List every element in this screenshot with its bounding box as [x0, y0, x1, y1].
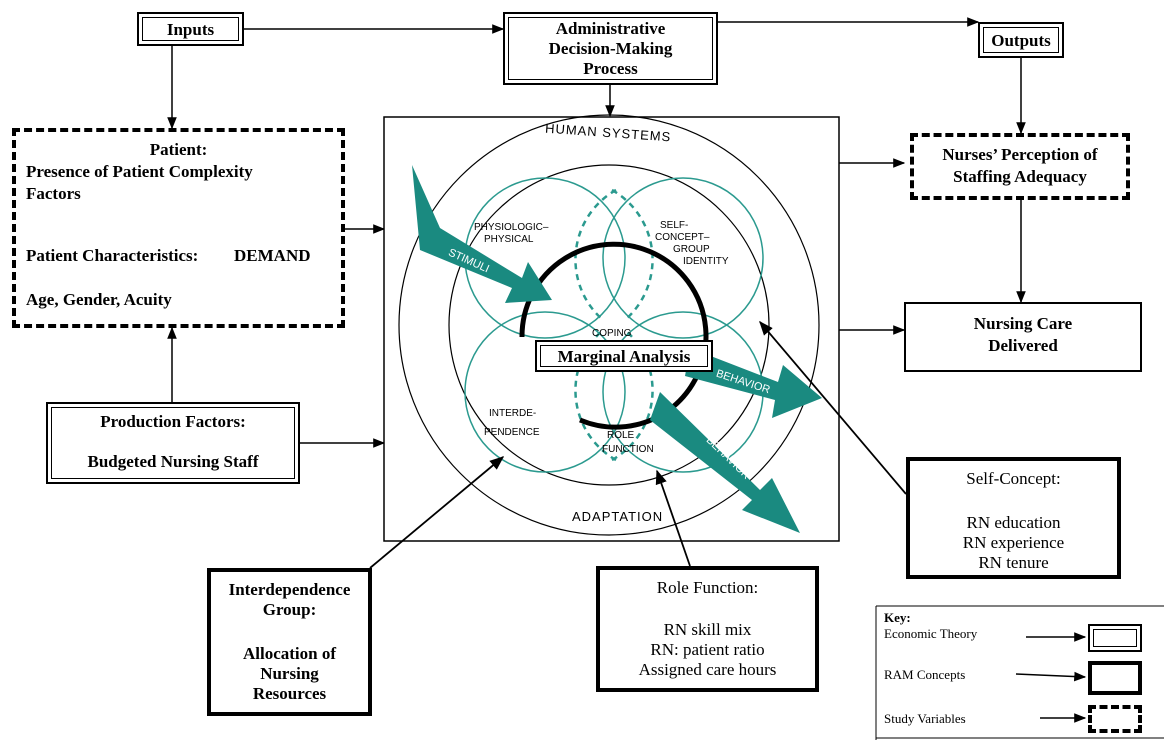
circle-interdependence [464, 311, 626, 473]
process-line1: Administrative [555, 19, 666, 38]
key-economic-label: Economic Theory [884, 626, 978, 641]
perception-box: Nurses’ Perception of Staffing Adequacy [910, 133, 1130, 200]
key-title: Key: [884, 610, 911, 625]
outputs-label: Outputs [991, 31, 1051, 50]
arrow-interdependence-to-model [369, 456, 505, 569]
inputs-box: Inputs [137, 12, 244, 46]
production-title: Production Factors: [100, 412, 246, 431]
behavior-arrow-upper [685, 348, 822, 418]
outputs-box: Outputs [978, 22, 1064, 58]
label-interdependence-2: PENDENCE [484, 427, 540, 438]
patient-demand: DEMAND [234, 246, 311, 265]
inputs-label: Inputs [166, 20, 215, 39]
arrow-selfconcept-to-model [759, 320, 907, 495]
patient-complexity-2: Factors [26, 184, 81, 203]
marginal-analysis-label: Marginal Analysis [557, 347, 691, 366]
interdependence-title-1: Interdependence [228, 580, 351, 599]
self-concept-education: RN education [966, 513, 1061, 532]
role-function-hours: Assigned care hours [638, 660, 777, 679]
marginal-analysis-box: Marginal Analysis [535, 340, 713, 372]
self-concept-box: Self-Concept: RN education RN experience… [906, 457, 1121, 579]
arrow-role-to-model [655, 469, 691, 567]
perception-line1: Nurses’ Perception of [942, 145, 1098, 164]
stimuli-arrow [412, 165, 552, 303]
label-self-concept-3: GROUP [673, 244, 710, 255]
patient-title: Patient: [149, 140, 208, 159]
interdependence-nursing: Nursing [260, 664, 319, 683]
interdependence-resources: Resources [252, 684, 327, 703]
key-ram-label: RAM Concepts [884, 667, 966, 682]
label-adaptation: ADAPTATION [572, 509, 664, 524]
role-function-skill-mix: RN skill mix [663, 620, 752, 639]
nursing-care-line1: Nursing Care [973, 314, 1073, 333]
nursing-care-line2: Delivered [988, 336, 1058, 355]
behavior-arrow-lower [650, 392, 800, 533]
self-concept-title: Self-Concept: [966, 469, 1061, 488]
role-function-ratio: RN: patient ratio [650, 640, 765, 659]
label-interdependence-1: INTERDE- [489, 408, 537, 419]
key-economic-swatch [1088, 624, 1142, 652]
label-physiologic-2: PHYSICAL [484, 234, 534, 245]
interdependence-box: Interdependence Group: Allocation of Nur… [207, 568, 372, 716]
patient-complexity-1: Presence of Patient Complexity [26, 162, 253, 181]
ring-outer [398, 114, 820, 536]
role-function-title: Role Function: [656, 578, 759, 597]
key-study-label: Study Variables [884, 711, 966, 726]
label-role-2: FUNCTION [602, 444, 654, 455]
production-box: Production Factors: Budgeted Nursing Sta… [46, 402, 300, 484]
production-budgeted-staff: Budgeted Nursing Staff [87, 452, 259, 471]
role-function-box: Role Function: RN skill mix RN: patient … [596, 566, 819, 692]
key-study-swatch [1088, 705, 1142, 733]
nursing-care-box: Nursing Care Delivered [904, 302, 1142, 372]
process-line3: Process [583, 59, 638, 78]
circle-self-concept [602, 177, 764, 339]
interdependence-title-2: Group: [262, 600, 317, 619]
process-box: Administrative Decision-Making Process [503, 12, 718, 85]
patient-characteristics: Patient Characteristics: [26, 246, 199, 265]
label-role-1: ROLE [607, 430, 635, 441]
label-self-concept-1: SELF- [660, 220, 689, 231]
interdependence-allocation: Allocation of [242, 644, 337, 663]
label-physiologic-1: PHYSIOLOGIC– [474, 222, 549, 233]
process-line2: Decision-Making [548, 39, 673, 58]
self-concept-tenure: RN tenure [978, 553, 1049, 572]
label-self-concept-4: IDENTITY [683, 256, 729, 267]
key-ram-swatch [1088, 661, 1142, 695]
perception-line2: Staffing Adequacy [953, 167, 1087, 186]
patient-age-gender-acuity: Age, Gender, Acuity [26, 290, 172, 309]
label-coping: COPING [592, 328, 632, 339]
self-concept-experience: RN experience [962, 533, 1065, 552]
patient-box: Patient: Presence of Patient Complexity … [12, 128, 345, 328]
label-self-concept-2: CONCEPT– [655, 232, 710, 243]
